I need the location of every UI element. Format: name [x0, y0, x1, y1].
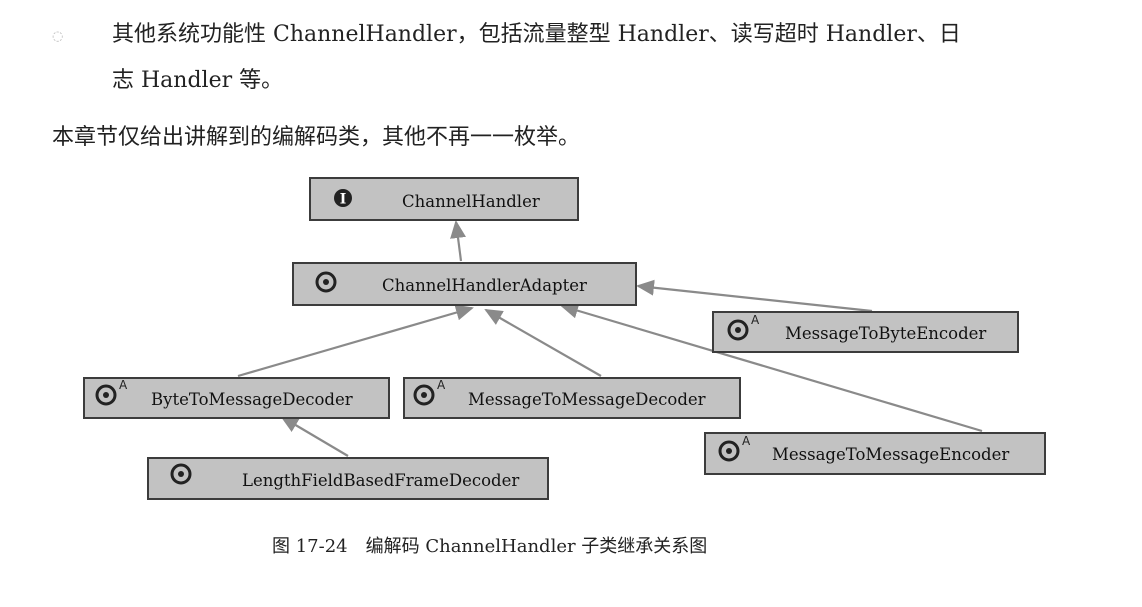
node-byte-to-message-decoder: A ByteToMessageDecoder	[83, 377, 390, 419]
node-label: ChannelHandlerAdapter	[382, 276, 587, 295]
node-channel-handler-adapter: ChannelHandlerAdapter	[292, 262, 637, 306]
node-label: MessageToMessageDecoder	[468, 390, 706, 409]
node-length-field-based-frame-decoder: LengthFieldBasedFrameDecoder	[147, 457, 549, 500]
abstract-class-icon: A	[718, 434, 751, 462]
arrow-encoder-to-adapter	[636, 279, 873, 313]
paragraph-1-line-2: 志 Handler 等。	[112, 68, 284, 93]
arrow-adapter-to-handler	[450, 220, 466, 262]
node-label: LengthFieldBasedFrameDecoder	[242, 471, 519, 490]
arrow-msgencoder-to-adapter	[560, 302, 983, 433]
node-message-to-message-encoder: A MessageToMessageEncoder	[704, 432, 1046, 475]
node-label: MessageToMessageEncoder	[772, 445, 1009, 464]
paragraph-1-line-1: 其他系统功能性 ChannelHandler，包括流量整型 Handler、读写…	[112, 22, 961, 47]
svg-text:A: A	[742, 434, 751, 448]
node-label: ChannelHandler	[402, 192, 540, 211]
abstract-class-icon: A	[95, 378, 128, 406]
arrow-bytedecoder-to-adapter	[237, 304, 474, 378]
node-label: ByteToMessageDecoder	[151, 390, 353, 409]
svg-text:A: A	[119, 378, 128, 392]
node-label: MessageToByteEncoder	[785, 324, 986, 343]
class-icon	[170, 463, 192, 485]
inheritance-arrows	[237, 220, 983, 457]
bullet-icon: ◌	[52, 29, 64, 44]
arrow-lengthfield-to-bytedecoder	[280, 415, 349, 457]
paragraph-2: 本章节仅给出讲解到的编解码类，其他不再一一枚举。	[52, 125, 581, 150]
class-icon	[315, 271, 337, 293]
svg-text:A: A	[437, 378, 446, 392]
interface-icon: I	[334, 189, 352, 208]
figure-caption: 图 17-24 编解码 ChannelHandler 子类继承关系图	[272, 536, 708, 557]
abstract-class-icon: A	[413, 378, 446, 406]
node-message-to-byte-encoder: A MessageToByteEncoder	[712, 311, 1019, 353]
arrow-msgdecoder-to-adapter	[484, 309, 602, 377]
svg-text:A: A	[751, 313, 760, 327]
abstract-class-icon: A	[727, 313, 760, 341]
node-message-to-message-decoder: A MessageToMessageDecoder	[403, 377, 741, 419]
svg-text:I: I	[340, 192, 347, 208]
node-channel-handler: I ChannelHandler	[309, 177, 579, 221]
